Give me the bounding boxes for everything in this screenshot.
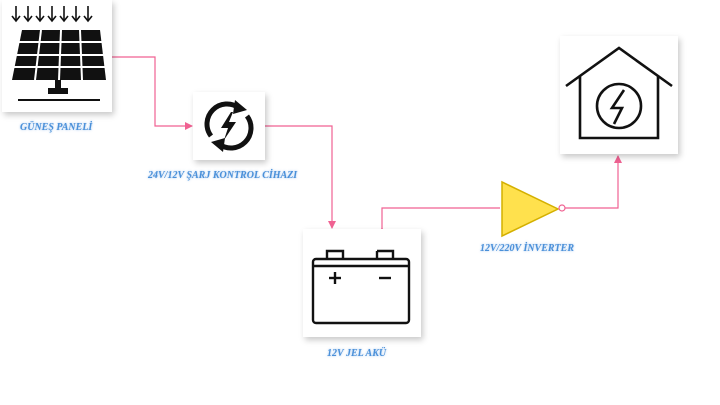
battery-label: 12V JEL AKÜ [327, 348, 387, 359]
wire-solar-to-controller [112, 56, 193, 130]
battery-card [303, 229, 421, 337]
house-power-icon [565, 46, 673, 140]
inverter-label: 12V/220V İNVERTER [480, 243, 575, 254]
charge-controller-card [193, 92, 265, 160]
amplifier-triangle-icon [501, 180, 566, 238]
solar-panel-icon [11, 6, 106, 101]
wire-inverter-to-house [563, 155, 622, 209]
recycle-charge-icon [204, 100, 254, 152]
wire-battery-to-inverter [378, 207, 500, 235]
charge-controller-label: 24V/12V ŞARJ KONTROL CİHAZI [148, 170, 298, 181]
battery-icon [311, 249, 411, 325]
solar-panel-card [2, 0, 112, 112]
solar-panel-label: GÜNEŞ PANELİ [20, 122, 93, 133]
wire-controller-to-battery [265, 125, 336, 229]
house-card [560, 36, 678, 154]
